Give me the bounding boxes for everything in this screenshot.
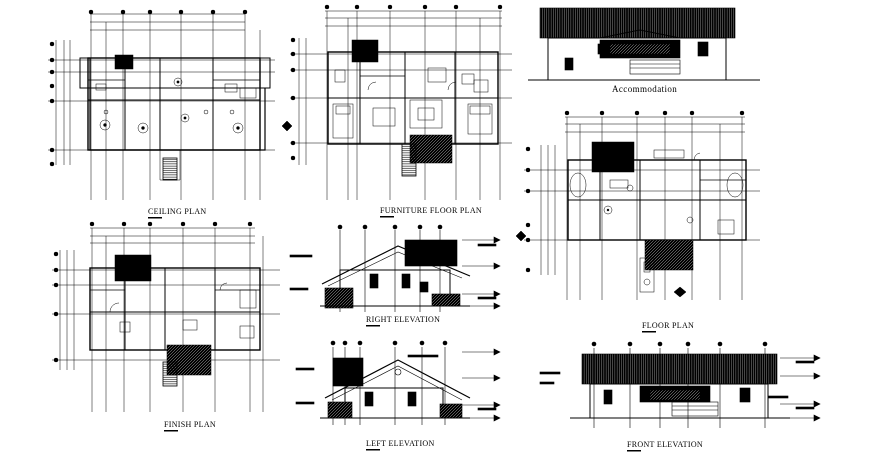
ceiling-plan-drawing <box>48 9 275 200</box>
finish-plan-scale-bar <box>164 430 178 432</box>
finish-plan-drawing <box>52 221 280 412</box>
furniture-floor-plan-drawing <box>281 4 512 200</box>
right-elevation-scale-bar <box>366 325 380 327</box>
left-elevation-scale-bar <box>366 449 380 451</box>
front-elevation-scale-bar <box>627 450 641 452</box>
front-elevation-drawing <box>539 341 821 428</box>
finish-plan-caption: FINISH PLAN <box>164 420 216 429</box>
accommodation-caption: Accommodation <box>612 84 677 94</box>
floor-plan-caption: FLOOR PLAN <box>642 321 694 330</box>
left-elevation-drawing <box>295 340 501 425</box>
right-elevation-drawing <box>289 224 501 312</box>
ceiling-plan-caption: CEILING PLAN <box>148 207 206 216</box>
front-elevation-caption: FRONT ELEVATION <box>627 440 703 449</box>
furniture-floor-plan-caption: FURNITURE FLOOR PLAN <box>380 206 482 215</box>
left-elevation-caption: LEFT ELEVATION <box>366 439 435 448</box>
floor-plan-scale-bar <box>642 331 656 333</box>
furniture-plan-scale-bar <box>380 216 394 218</box>
accommodation-elevation-drawing <box>528 7 760 81</box>
floor-plan-drawing <box>515 110 760 300</box>
right-elevation-caption: RIGHT ELEVATION <box>366 315 440 324</box>
ceiling-plan-scale-bar <box>148 217 162 219</box>
